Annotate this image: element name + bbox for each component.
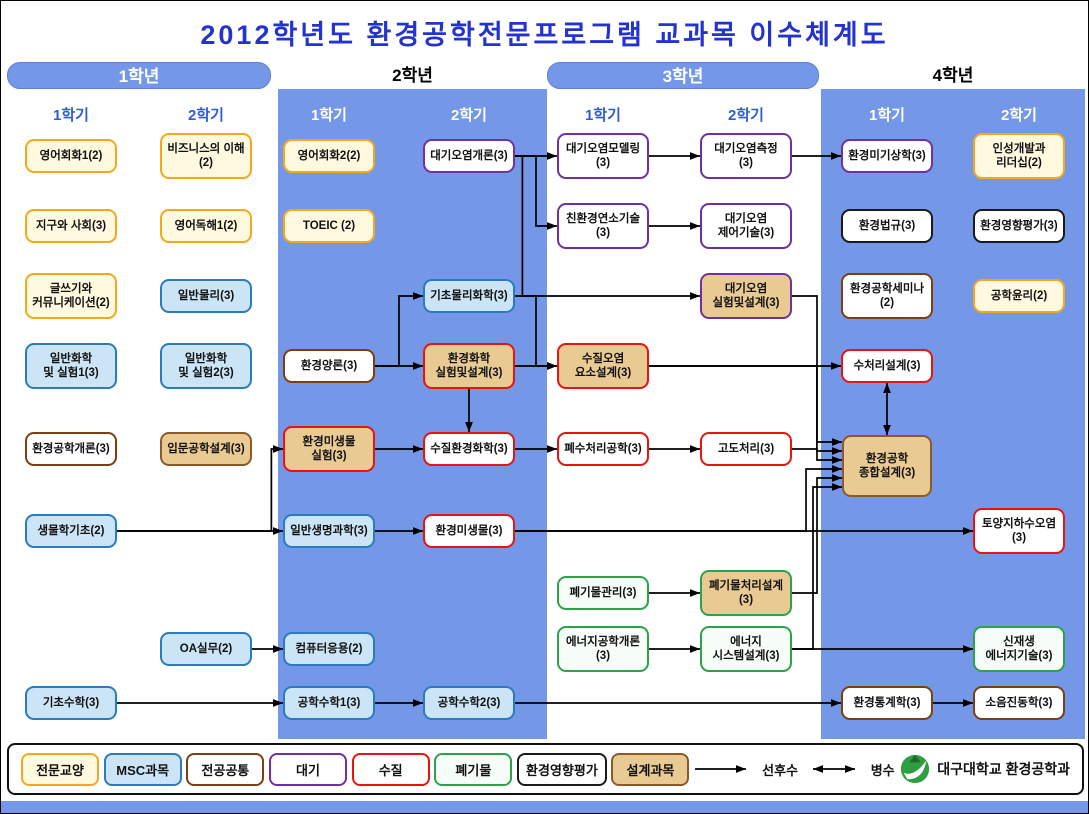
- course-daegi_silseol: 대기오염 실험및설계(3): [700, 273, 792, 319]
- legend-parallel-label: 병수: [870, 762, 895, 778]
- semester-header-y2s2: 2학기: [451, 107, 487, 124]
- course-writing_comm: 글쓰기와 커뮤니케이션(2): [25, 273, 117, 319]
- semester-header-y4s2: 2학기: [1001, 107, 1037, 124]
- bottom-strip: [1, 801, 1088, 813]
- course-energy_gaeron: 에너지공학개론 (3): [557, 626, 649, 672]
- course-gicho_mulhwa: 기초물리화학(3): [423, 279, 515, 313]
- legend-prereq: 선후수: [694, 760, 798, 779]
- semester-header-y2s1: 1학기: [311, 107, 347, 124]
- course-daegi_gaeron: 대기오염개론(3): [423, 139, 515, 173]
- course-pyegi_gwanli: 폐기물관리(3): [557, 576, 649, 610]
- course-eng_conv1: 영어회화1(2): [25, 139, 117, 173]
- course-hwan_tonggye: 환경통계학(3): [841, 686, 933, 720]
- course-gen_chem1: 일반화학 및 실험1(3): [25, 343, 117, 389]
- legend-air: 대기: [269, 752, 348, 786]
- legend-msc: MSC과목: [103, 752, 182, 786]
- course-godo: 고도처리(3): [700, 432, 792, 466]
- course-sujil_yoso: 수질오염 요소설계(3): [557, 343, 649, 389]
- course-toeic: TOEIC (2): [283, 209, 375, 243]
- course-gen_phys: 일반물리(3): [160, 279, 252, 313]
- semester-header-y4s1: 1학기: [869, 107, 905, 124]
- course-sujil_hwanhak: 수질환경화학(3): [423, 432, 515, 466]
- semester-header-y3s1: 1학기: [585, 107, 621, 124]
- course-misaeng_silheom: 환경미생물 실험(3): [283, 426, 375, 472]
- university-logo-text: 대구대학교 환경공학과: [937, 761, 1070, 777]
- course-hwan_misaengmul: 환경미생물(3): [423, 514, 515, 548]
- legend-water: 수질: [351, 752, 430, 786]
- course-eng_conv2: 영어회화2(2): [283, 139, 375, 173]
- course-sinjaesaeng: 신재생 에너지기술(3): [973, 626, 1065, 672]
- course-inseong: 인성개발과 리더십(2): [973, 133, 1065, 179]
- course-pyesu: 폐수처리공학(3): [557, 432, 649, 466]
- course-hwan_seminar: 환경공학세미나 (2): [841, 273, 933, 319]
- year-2-header: 2학년: [392, 66, 433, 85]
- course-pyegi_seolgye: 폐기물처리설계 (3): [700, 570, 792, 616]
- course-hwan_pyeongga: 환경영향평가(3): [973, 209, 1065, 243]
- course-soeum: 소음진동학(3): [973, 686, 1065, 720]
- prereq-arrow-icon: [695, 765, 747, 773]
- course-gen_chem2: 일반화학 및 실험2(3): [160, 343, 252, 389]
- year-3-header: 3학년: [547, 62, 819, 89]
- course-gong_yunli: 공학윤리(2): [973, 279, 1065, 313]
- course-computer_eung: 컴퓨터응용(2): [283, 632, 375, 666]
- page-title: 2012학년도 환경공학전문프로그램 교과목 이수체계도: [200, 20, 889, 50]
- course-toyang: 토양지하수오염 (3): [973, 508, 1065, 554]
- course-hwan_beopgyu: 환경법규(3): [841, 209, 933, 243]
- year-1-header: 1학년: [7, 62, 271, 89]
- year-4-header: 4학년: [932, 66, 974, 85]
- semester-header-y1s2: 2학기: [188, 107, 224, 124]
- course-hwan_yangnon: 환경양론(3): [283, 349, 375, 383]
- edge-hwan_misaengmul-jonghap: [515, 465, 842, 532]
- course-hwan_migisang: 환경미기상학(3): [841, 139, 933, 173]
- course-eng_read1: 영어독해1(2): [160, 209, 252, 243]
- course-daegi_modeling: 대기오염모델링 (3): [557, 133, 649, 179]
- course-hwanhwa_silseol: 환경화학 실험및설계(3): [423, 343, 515, 389]
- legend-eia: 환경영향평가: [517, 752, 607, 786]
- course-earth_soc: 지구와 사회(3): [25, 209, 117, 243]
- course-oa_silmu: OA실무(2): [160, 632, 252, 666]
- parallel-arrow-icon: [812, 765, 855, 773]
- course-saengmul_gicho: 생물학기초(2): [25, 514, 117, 548]
- course-chin_yeonso: 친환경연소기술 (3): [557, 203, 649, 249]
- course-gicho_suhak: 기초수학(3): [25, 686, 117, 720]
- legend-major: 전공공통: [186, 752, 265, 786]
- semester-header-y1s1: 1학기: [53, 107, 89, 124]
- university-logo: 대구대학교 환경공학과: [899, 753, 1070, 785]
- course-daegi_cheukjeong: 대기오염측정 (3): [700, 133, 792, 179]
- university-logo-icon: [901, 754, 930, 784]
- legend-parallel: 병수: [803, 760, 895, 779]
- course-ilban_saengmyeong: 일반생명과학(3): [283, 514, 375, 548]
- legend-prereq-label: 선후수: [762, 762, 799, 778]
- course-jonghap: 환경공학 종합설계(3): [842, 435, 932, 497]
- course-gong_suhak2: 공학수학2(3): [423, 686, 515, 720]
- semester-header-y3s2: 2학기: [728, 107, 764, 124]
- course-intro_design: 입문공학설계(3): [160, 432, 252, 466]
- course-energy_system: 에너지 시스템설계(3): [700, 626, 792, 672]
- legend-liberal: 전문교양: [21, 752, 99, 786]
- course-business: 비즈니스의 이해 (2): [160, 133, 252, 179]
- course-gong_suhak1: 공학수학1(3): [283, 686, 375, 720]
- legend-waste: 폐기물: [434, 752, 513, 786]
- year2-column-background: [278, 89, 547, 739]
- course-daegi_jeeo: 대기오염 제어기술(3): [700, 203, 792, 249]
- course-env_intro: 환경공학개론(3): [25, 432, 117, 466]
- legend-design: 설계과목: [611, 752, 690, 786]
- course-sucheori: 수처리설계(3): [841, 349, 933, 383]
